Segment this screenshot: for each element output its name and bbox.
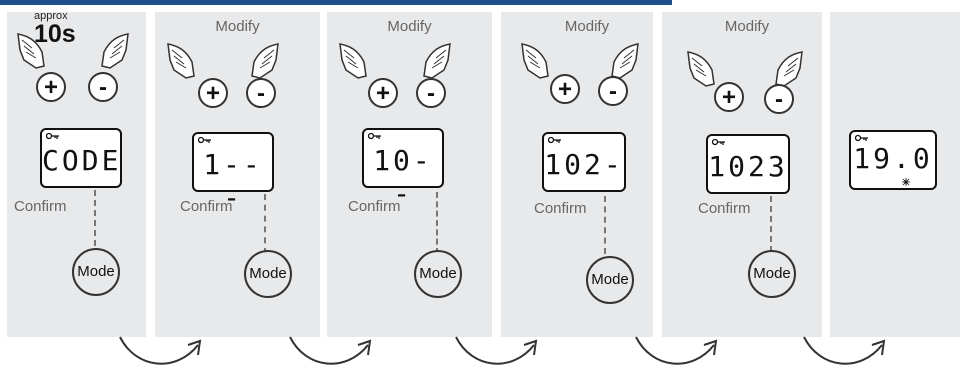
key-icon bbox=[548, 136, 561, 144]
curved-arrow-icon bbox=[455, 336, 538, 365]
pointing-hand-icon bbox=[423, 43, 451, 79]
minus-button[interactable]: - bbox=[764, 84, 794, 114]
pointing-hand-icon bbox=[775, 51, 803, 87]
pointing-hand-icon bbox=[251, 43, 279, 79]
modify-label: Modify bbox=[564, 18, 610, 35]
modify-label: Modify bbox=[387, 18, 432, 35]
lcd-digits: 102- bbox=[544, 148, 624, 181]
lcd-display: 102- bbox=[542, 132, 626, 192]
modify-label: Modify bbox=[724, 18, 770, 35]
mode-button[interactable]: Mode bbox=[414, 250, 462, 298]
lcd-display: 1--- bbox=[192, 132, 274, 214]
minus-button[interactable]: - bbox=[598, 76, 628, 106]
pointing-hand-icon bbox=[687, 51, 715, 87]
lcd-digits: 1023 bbox=[708, 150, 788, 183]
lcd-digits: 10-- bbox=[373, 144, 433, 210]
minus-button[interactable]: - bbox=[246, 78, 276, 108]
approx-label: approx bbox=[34, 10, 68, 22]
key-icon bbox=[368, 132, 381, 140]
plus-button[interactable]: + bbox=[368, 78, 398, 108]
mode-button[interactable]: Mode bbox=[586, 256, 634, 304]
key-icon bbox=[46, 132, 59, 140]
minus-button[interactable]: - bbox=[416, 78, 446, 108]
pointing-hand-icon bbox=[167, 43, 195, 79]
lcd-display: 10-- bbox=[362, 128, 444, 210]
lcd-digits: 19.0 bbox=[853, 142, 933, 175]
mode-button[interactable]: Mode bbox=[748, 250, 796, 298]
sun-icon bbox=[902, 178, 910, 186]
curved-arrow-icon bbox=[289, 336, 372, 365]
curved-arrow-icon bbox=[119, 336, 202, 365]
lcd-display: 1023 bbox=[706, 134, 790, 194]
plus-button[interactable]: + bbox=[198, 78, 228, 108]
top-accent-bar bbox=[0, 0, 672, 5]
confirm-label: Confirm bbox=[180, 198, 233, 215]
modify-label: Modify bbox=[215, 18, 260, 35]
dashed-connector bbox=[436, 192, 438, 254]
pointing-hand-icon bbox=[521, 43, 549, 79]
minus-button[interactable]: - bbox=[88, 72, 118, 102]
lcd-display: 19.0 bbox=[849, 130, 937, 190]
duration-label: 10s bbox=[34, 20, 76, 48]
plus-button[interactable]: + bbox=[714, 82, 744, 112]
plus-button[interactable]: + bbox=[36, 72, 66, 102]
pointing-hand-icon bbox=[611, 43, 639, 79]
confirm-label: Confirm bbox=[14, 198, 67, 215]
pointing-hand-icon bbox=[339, 43, 367, 79]
curved-arrow-icon bbox=[803, 336, 886, 365]
dashed-connector bbox=[604, 196, 606, 254]
dashed-connector bbox=[264, 194, 266, 254]
pointing-hand-icon bbox=[17, 33, 45, 69]
curved-arrow-icon bbox=[635, 336, 718, 365]
key-icon bbox=[198, 136, 211, 144]
plus-button[interactable]: + bbox=[550, 74, 580, 104]
confirm-label: Confirm bbox=[698, 200, 751, 217]
confirm-label: Confirm bbox=[348, 198, 401, 215]
mode-button[interactable]: Mode bbox=[72, 248, 120, 296]
mode-button[interactable]: Mode bbox=[244, 250, 292, 298]
dashed-connector bbox=[770, 196, 772, 252]
lcd-digits: 1--- bbox=[203, 148, 263, 214]
lcd-digits: CODE bbox=[42, 144, 122, 177]
confirm-label: Confirm bbox=[534, 200, 587, 217]
lcd-display: CODE bbox=[40, 128, 122, 188]
key-icon bbox=[712, 138, 725, 146]
key-icon bbox=[855, 134, 868, 142]
pointing-hand-icon bbox=[101, 33, 129, 69]
dashed-connector bbox=[94, 190, 96, 246]
